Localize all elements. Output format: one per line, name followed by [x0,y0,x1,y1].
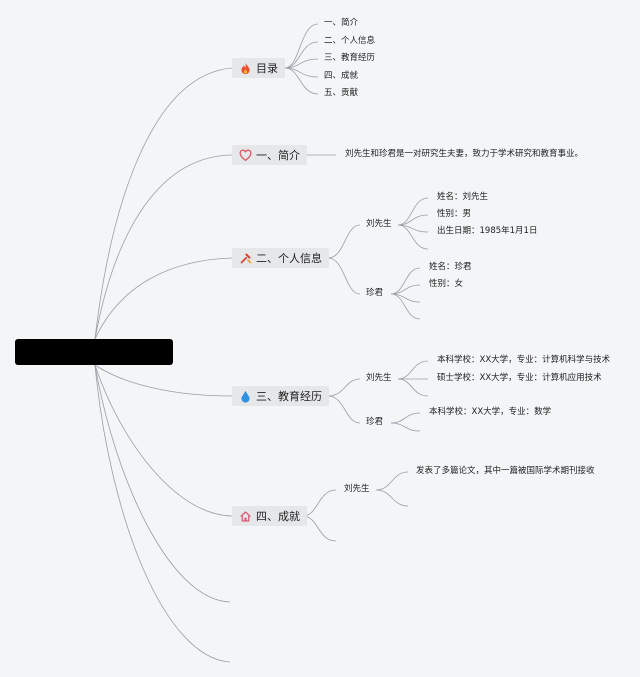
branch-toc[interactable]: 目录 [232,58,285,78]
connector-root-toc [94,67,233,340]
home-icon [239,510,252,523]
connector-edu-liu [327,378,361,397]
connector-ach-liu [302,489,337,517]
fire-icon [239,62,252,75]
personal-zhen-node[interactable]: 珍君 [366,288,384,298]
connector-root-personal [94,257,233,340]
branch-education-label: 三、教育经历 [256,390,322,403]
branch-toc-label: 目录 [256,62,278,75]
toc-item[interactable]: 四、成就 [324,71,359,81]
connector-liu-info-4 [397,224,429,250]
connector-zhen-info-4 [390,293,421,320]
personal-zhen-item[interactable]: 姓名：珍君 [429,262,472,272]
connector-toc-item-2 [284,41,319,69]
connector-ach-liu-2 [375,489,409,507]
connector-toc-item-3 [284,58,319,69]
connector-edu-zhen [327,395,361,424]
connector-liu-info-2 [397,214,429,226]
heart-outline-icon [239,149,252,162]
edu-liu-node[interactable]: 刘先生 [366,373,392,383]
branch-personal-label: 二、个人信息 [256,252,322,265]
ach-liu-item[interactable]: 发表了多篇论文，其中一篇被国际学术期刊接收 [416,466,595,476]
connector-root-achievements [94,364,233,517]
toc-item[interactable]: 二、个人信息 [324,36,376,46]
edu-liu-item[interactable]: 硕士学校：XX大学，专业：计算机应用技术 [437,373,602,383]
personal-liu-item[interactable]: 性别：男 [437,209,472,219]
root-node[interactable] [15,339,173,365]
connector-root-empty-2 [94,364,231,663]
connector-edu-liu-1 [397,360,429,380]
connector-zhen-info-2 [390,284,421,295]
connector-personal-zhen [327,257,361,295]
branch-intro[interactable]: 一、简介 [232,145,307,165]
connector-edu-liu-3 [397,378,429,397]
connector-root-education [94,364,233,397]
water-drop-icon [239,390,252,403]
personal-liu-item[interactable]: 出生日期：1985年1月1日 [437,226,538,236]
branch-achievements[interactable]: 四、成就 [232,506,307,526]
edu-zhen-item[interactable]: 本科学校：XX大学，专业：数学 [429,407,552,417]
toc-item[interactable]: 一、简介 [324,18,359,28]
connector-toc-item-5 [284,67,319,95]
intro-text[interactable]: 刘先生和珍君是一对研究生夫妻，致力于学术研究和教育事业。 [345,149,584,159]
personal-liu-item[interactable]: 姓名：刘先生 [437,192,489,202]
connector-root-intro [94,154,233,340]
connector-zhen-info-1 [390,267,421,295]
toc-item[interactable]: 三、教育经历 [324,53,376,63]
tools-icon [239,252,252,265]
branch-intro-label: 一、简介 [256,149,300,162]
connector-edu-zhen-2 [390,422,421,432]
personal-liu-node[interactable]: 刘先生 [366,219,392,229]
branch-achievements-label: 四、成就 [256,510,300,523]
ach-liu-node[interactable]: 刘先生 [344,484,370,494]
connector-ach-empty [302,515,337,542]
branch-education[interactable]: 三、教育经历 [232,386,329,406]
connector-personal-liu [327,224,361,259]
edu-zhen-node[interactable]: 珍君 [366,417,384,427]
personal-zhen-item[interactable]: 性别：女 [429,279,464,289]
connector-root-empty-1 [94,364,231,603]
edu-liu-item[interactable]: 本科学校：XX大学，专业：计算机科学与技术 [437,355,611,365]
toc-item[interactable]: 五、贡献 [324,88,359,98]
branch-personal[interactable]: 二、个人信息 [232,248,329,268]
connector-edu-zhen-1 [390,412,421,424]
connector-ach-liu-1 [375,471,409,491]
connector-toc-item-1 [284,23,319,69]
connector-liu-info-1 [397,197,429,226]
